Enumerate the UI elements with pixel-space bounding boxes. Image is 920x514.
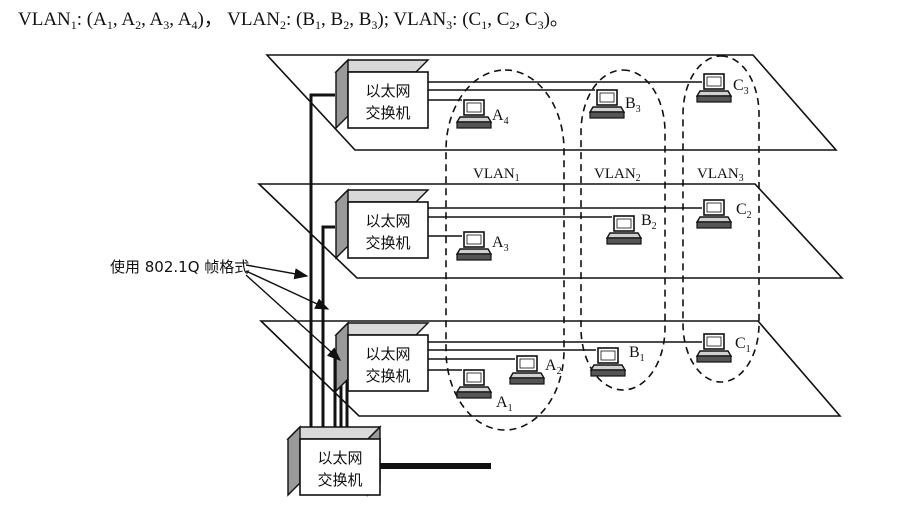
station-label-C1: C1 xyxy=(735,335,751,355)
station-label-C2: C2 xyxy=(736,201,752,221)
vlan3-enclosure xyxy=(682,55,760,383)
arrow-to-floor2-trunk xyxy=(245,264,309,280)
computer-icon-B1 xyxy=(589,347,627,377)
switch-label-line1: 以太网 xyxy=(365,82,410,100)
switch-label-line2: 交换机 xyxy=(365,367,410,385)
station-label-B2: B2 xyxy=(641,212,657,232)
workstations xyxy=(455,73,733,399)
vlan2-label: VLAN2 xyxy=(594,166,641,184)
switch-label-line2: 交换机 xyxy=(365,104,410,122)
station-label-B1: B1 xyxy=(629,344,645,364)
computer-icon-A1 xyxy=(455,369,493,399)
annotation-arrows xyxy=(245,264,342,361)
arrow-to-floor1-trunk xyxy=(245,270,330,310)
station-label-C3: C3 xyxy=(733,77,749,97)
header-vlan1-sub: 1 xyxy=(71,18,77,32)
station-label-A3: A3 xyxy=(492,234,509,254)
station-label-A1: A1 xyxy=(496,394,513,414)
ethernet-switch-backbone: 以太网 交换机 xyxy=(286,425,382,497)
computer-icon-A3 xyxy=(455,231,493,261)
station-label-B3: B3 xyxy=(625,95,641,115)
switch-label-line1: 以太网 xyxy=(365,345,410,363)
computer-icon-B2 xyxy=(605,215,643,245)
switches: 以太网 交换机 以太网 交换机 以太网 交换机 以太网 交换机 xyxy=(286,58,430,497)
computer-icon-A2 xyxy=(508,355,546,385)
trunk-to-floor3 xyxy=(309,93,335,430)
vlan2-enclosure xyxy=(580,69,666,391)
trunk-to-floor2 xyxy=(321,225,335,430)
computer-icon-B3 xyxy=(588,89,626,119)
station-label-A2: A2 xyxy=(545,357,562,377)
header-vlan3-name: VLAN xyxy=(393,9,446,30)
computer-icon-C1 xyxy=(695,333,733,363)
vlan-membership-header: VLAN1: (A1, A2, A3, A4)， VLAN2: (B1, B2,… xyxy=(18,9,569,32)
switch-label-line1: 以太网 xyxy=(317,449,362,467)
trunk-format-annotation: 使用 802.1Q 帧格式 xyxy=(110,258,249,276)
ethernet-switch-floor3: 以太网 交换机 xyxy=(334,58,430,130)
header-vlan2-name: VLAN xyxy=(227,9,280,30)
station-label-A4: A4 xyxy=(492,107,509,127)
switch-label-line1: 以太网 xyxy=(365,212,410,230)
computer-icon-C2 xyxy=(695,199,733,229)
vlan3-label: VLAN3 xyxy=(697,166,744,184)
switch-label-line2: 交换机 xyxy=(317,471,362,489)
ethernet-switch-floor2: 以太网 交换机 xyxy=(334,188,430,260)
vlan1-label: VLAN1 xyxy=(473,166,520,184)
switch-label-line2: 交换机 xyxy=(365,234,410,252)
arrow-to-backbone-trunk xyxy=(245,274,342,361)
vlan-enclosures xyxy=(445,55,760,431)
computer-icon-C3 xyxy=(695,73,733,103)
vlan1-enclosure xyxy=(445,69,565,431)
station-cables xyxy=(426,81,702,371)
header-vlan1-name: VLAN xyxy=(18,9,71,30)
ethernet-switch-floor1: 以太网 交换机 xyxy=(334,321,430,393)
computer-icon-A4 xyxy=(455,99,493,129)
